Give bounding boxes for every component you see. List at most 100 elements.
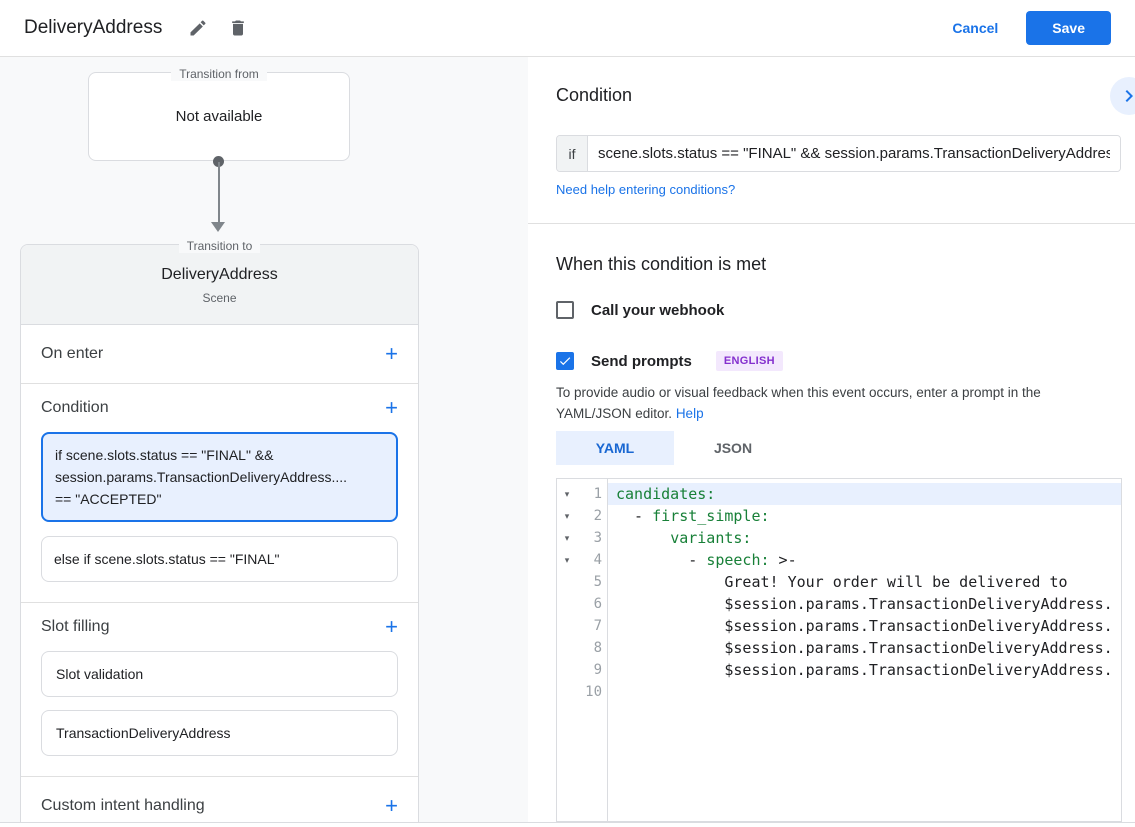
section-on-enter: On enter +	[21, 325, 418, 384]
condition-label: Condition	[41, 399, 109, 416]
prompts-description: To provide audio or visual feedback when…	[556, 385, 1041, 421]
pencil-icon	[188, 18, 208, 38]
prompts-label: Send prompts	[591, 352, 692, 370]
line-number: 4	[593, 552, 602, 568]
code-line[interactable]	[608, 681, 1121, 703]
on-enter-header[interactable]: On enter +	[41, 325, 398, 383]
code-line[interactable]: $session.params.TransactionDeliveryAddre…	[608, 593, 1121, 615]
code-line[interactable]: variants:	[608, 527, 1121, 549]
add-condition-icon[interactable]: +	[385, 395, 398, 420]
condition-expression-input[interactable]	[588, 136, 1120, 171]
condition-detail-panel: Condition if Need help entering conditio…	[528, 57, 1135, 822]
condition-card-else[interactable]: else if scene.slots.status == "FINAL"	[41, 536, 398, 582]
code-line[interactable]: $session.params.TransactionDeliveryAddre…	[608, 637, 1121, 659]
save-button[interactable]: Save	[1026, 11, 1111, 45]
add-custom-intent-icon[interactable]: +	[385, 793, 398, 818]
prompts-checkbox-row[interactable]: Send prompts ENGLISH	[556, 351, 783, 371]
scene-name: DeliveryAddress	[161, 266, 278, 283]
slot-validation-card[interactable]: Slot validation	[41, 651, 398, 697]
transition-from-box: Not available	[88, 72, 350, 161]
tab-json[interactable]: JSON	[713, 440, 753, 456]
section-slot-filling: Slot filling + Slot validation Transacti…	[21, 603, 418, 777]
line-number: 8	[593, 640, 602, 656]
help-link[interactable]: Help	[675, 406, 704, 421]
condition-header[interactable]: Condition +	[41, 384, 398, 432]
fold-arrow-icon[interactable]: ▾	[564, 510, 570, 521]
line-number: 1	[593, 486, 602, 502]
trash-icon	[228, 18, 248, 38]
connector-arrowhead-icon	[211, 222, 225, 232]
condition-line: == "ACCEPTED"	[55, 491, 162, 507]
webhook-label: Call your webhook	[591, 301, 725, 319]
code-line[interactable]: candidates:	[608, 483, 1121, 505]
line-number: 9	[593, 662, 602, 678]
fold-arrow-icon[interactable]: ▾	[564, 488, 570, 499]
condition-card-selected[interactable]: if scene.slots.status == "FINAL" && sess…	[41, 432, 398, 522]
slot-filling-label: Slot filling	[41, 618, 110, 635]
window-bottom-edge	[0, 822, 1135, 827]
section-condition: Condition + if scene.slots.status == "FI…	[21, 384, 418, 603]
fold-arrow-icon[interactable]: ▾	[564, 532, 570, 543]
add-on-enter-icon[interactable]: +	[385, 341, 398, 366]
code-value: Great! Your order will be delivered to	[724, 573, 1068, 591]
transition-from-value: Not available	[175, 108, 263, 125]
custom-intent-header[interactable]: Custom intent handling +	[41, 777, 398, 822]
add-slot-icon[interactable]: +	[385, 614, 398, 639]
code-key: first_simple:	[652, 507, 770, 525]
code-value: $session.params.TransactionDeliveryAddre…	[724, 639, 1113, 657]
condition-expression-row: if	[556, 135, 1121, 172]
yaml-code-editor[interactable]: ▾1 ▾2 ▾3 ▾4 5 6 7 8 9 10 candidates: - f…	[556, 478, 1122, 822]
code-prefix	[616, 639, 724, 657]
connector-dot	[213, 156, 224, 167]
code-key: speech:	[706, 551, 770, 569]
code-prefix	[616, 661, 724, 679]
editor-tabs: YAML JSON	[556, 431, 792, 465]
editor-gutter: ▾1 ▾2 ▾3 ▾4 5 6 7 8 9 10	[557, 479, 608, 821]
else-condition-text: else if scene.slots.status == "FINAL"	[54, 551, 280, 567]
condition-panel-heading: Condition	[556, 85, 633, 105]
code-prefix	[616, 617, 724, 635]
language-badge: ENGLISH	[715, 351, 783, 371]
prompts-checkbox[interactable]	[556, 352, 574, 370]
line-number: 10	[585, 684, 602, 700]
code-key: variants:	[670, 529, 752, 547]
slot-transaction-card[interactable]: TransactionDeliveryAddress	[41, 710, 398, 756]
fold-arrow-icon[interactable]: ▾	[564, 554, 570, 565]
top-bar: DeliveryAddress Cancel Save	[0, 0, 1135, 57]
editor-code-area[interactable]: candidates: - first_simple: variants: - …	[608, 479, 1121, 821]
code-prefix: -	[616, 551, 707, 569]
code-line[interactable]: $session.params.TransactionDeliveryAddre…	[608, 615, 1121, 637]
line-number: 2	[593, 508, 602, 524]
chevron-right-icon	[1117, 84, 1135, 108]
code-value: >-	[769, 551, 797, 569]
code-key: candidates:	[616, 485, 716, 503]
delete-scene-button[interactable]	[222, 12, 254, 44]
code-line[interactable]: - first_simple:	[608, 505, 1121, 527]
on-enter-label: On enter	[41, 345, 104, 362]
line-number: 7	[593, 618, 602, 634]
code-prefix: -	[616, 507, 653, 525]
code-value: $session.params.TransactionDeliveryAddre…	[724, 595, 1113, 613]
edit-title-button[interactable]	[182, 12, 214, 44]
page-title: DeliveryAddress	[24, 17, 163, 38]
line-number: 5	[593, 574, 602, 590]
slot-filling-header[interactable]: Slot filling +	[41, 603, 398, 651]
scene-card-header: DeliveryAddress Scene	[21, 245, 418, 325]
code-line[interactable]: Great! Your order will be delivered to	[608, 571, 1121, 593]
tab-yaml[interactable]: YAML	[556, 431, 674, 465]
code-line[interactable]: $session.params.TransactionDeliveryAddre…	[608, 659, 1121, 681]
webhook-checkbox-row[interactable]: Call your webhook	[556, 301, 724, 319]
connector-line	[217, 162, 220, 224]
webhook-checkbox[interactable]	[556, 301, 574, 319]
panel-divider	[528, 223, 1135, 224]
condition-line: session.params.TransactionDeliveryAddres…	[55, 469, 348, 485]
when-met-heading: When this condition is met	[556, 254, 767, 274]
condition-help-link[interactable]: Need help entering conditions?	[556, 182, 736, 197]
cancel-button[interactable]: Cancel	[952, 20, 999, 36]
collapse-panel-button[interactable]	[1110, 77, 1135, 115]
flow-panel: Not available Transition from DeliveryAd…	[0, 57, 528, 822]
checkmark-icon	[558, 354, 572, 368]
code-value: $session.params.TransactionDeliveryAddre…	[724, 661, 1113, 679]
code-line[interactable]: - speech: >-	[608, 549, 1121, 571]
